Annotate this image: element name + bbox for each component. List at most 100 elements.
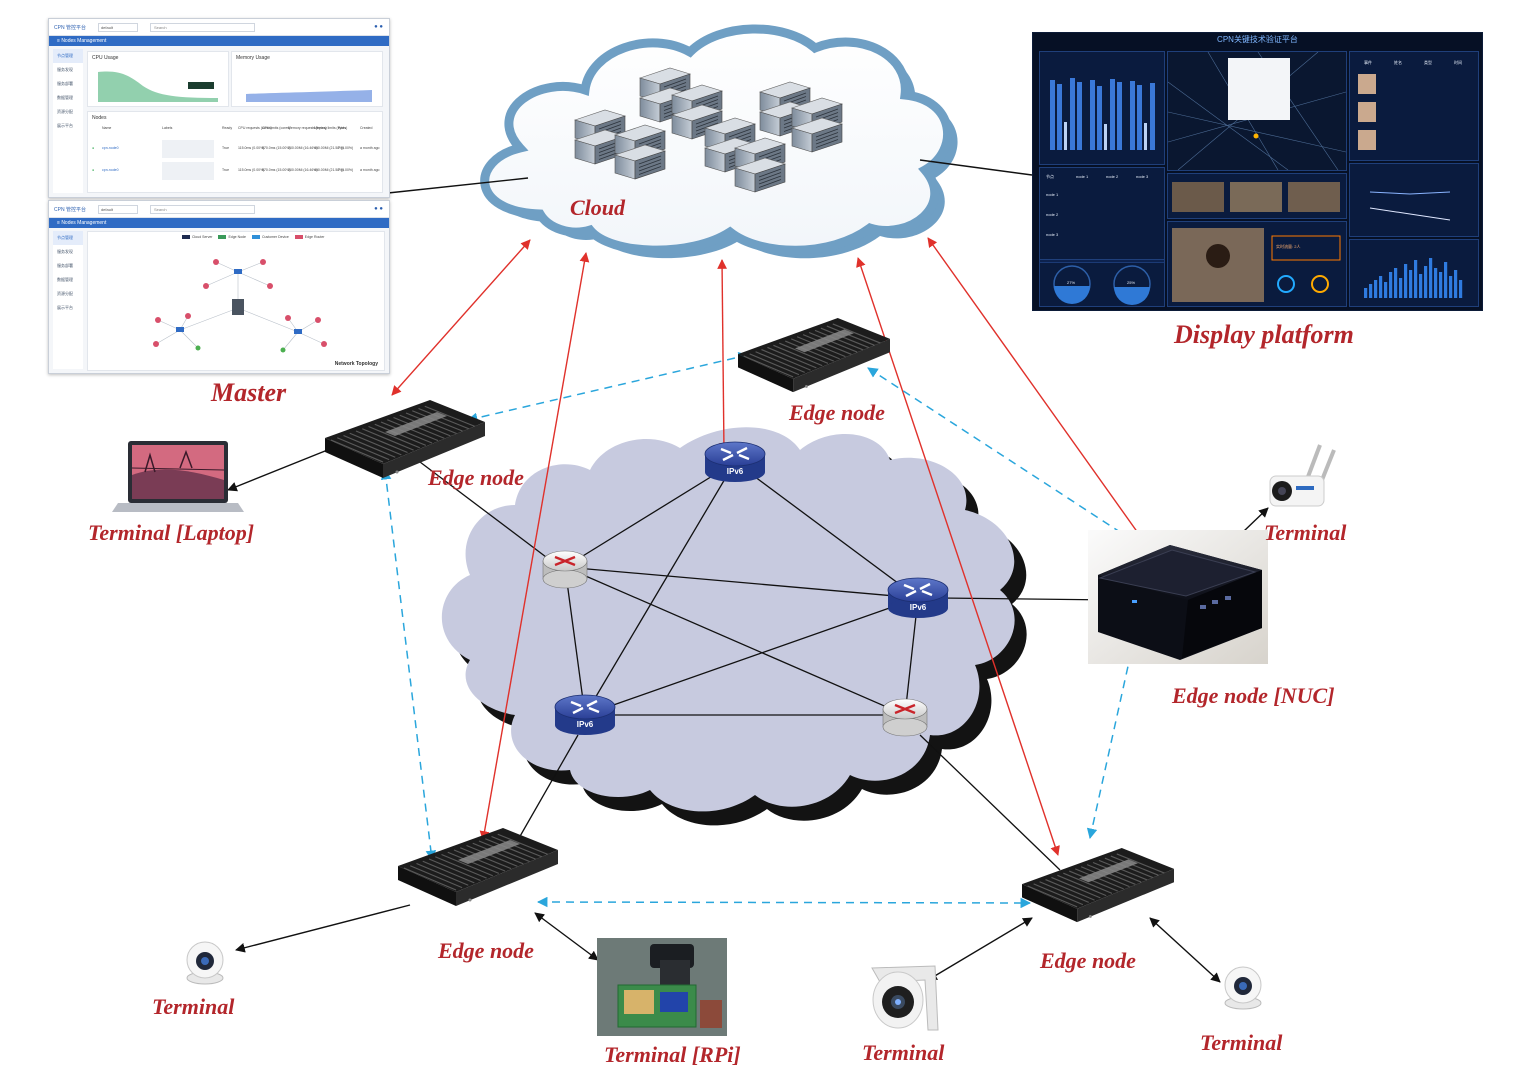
namespace-select[interactable]: default [97,204,138,214]
link-edge-br-terminal-right [1149,917,1221,983]
legend-swatch [251,235,260,239]
table-cell: 570.0ms (15.00%) [262,146,291,150]
server-rack-icon [734,137,786,193]
edge-node-left-device [325,400,485,478]
sidebar-item-discovery[interactable]: 服务发现 [57,249,73,254]
display-col-2: node 2 [1106,174,1119,179]
label-master: Master [211,378,287,407]
topology-legend-item: Cloud Server [182,235,212,239]
dashboard-sidebar: 节点管理 服务发现 服务部署 数据管理 资源分配 展示平台 [53,231,83,369]
display-line-chart [1369,191,1451,221]
histogram-bar [1394,268,1398,298]
label-edge-node-top: Edge node [789,400,885,425]
menu-icon[interactable]: ≡ [57,38,62,44]
node-labels-chip [162,140,214,158]
display-count-text: 实时流量: 2人 [1276,244,1301,249]
sidebar-item-display[interactable]: 展示平台 [57,305,73,310]
histogram-bar [1399,278,1403,298]
memory-usage-title: Memory Usage [236,55,270,61]
legend-swatch [294,235,303,239]
nodes-column-header: Pods [338,126,346,130]
link-r2-r4 [584,461,736,716]
histogram-bar [1434,268,1438,298]
node-name-link[interactable]: cpn-node0 [102,146,119,150]
display-col-3: node 3 [1136,174,1149,179]
histogram-bar [1439,272,1443,298]
dashboard-topbar: CPN 管控平台 default Search ● ● [49,201,389,218]
server-rack-icon [791,97,843,153]
link-cloud-router-top [717,259,729,453]
router-ipv6-label: IPv6 [727,467,744,476]
edge-node-bottom-left-device [398,828,558,906]
display-row-0: node 1 [1046,192,1059,197]
histogram-bar [1369,284,1373,298]
dome-camera-right-icon [1224,966,1262,1010]
search-input[interactable]: Search [149,204,255,214]
display-platform-screen: CPN关键技术验证平台 节点 node 1 node 2 node 3 no [1032,32,1483,311]
menu-icon[interactable]: ≡ [57,220,62,226]
display-line-panel [1349,163,1479,237]
sidebar-item-data[interactable]: 数据管理 [57,277,73,282]
sidebar-item-nodes[interactable]: 节点管理 [53,231,83,245]
event-col-3: 时间 [1454,60,1462,65]
label-terminal-bottom-left: Terminal [152,994,235,1019]
event-col-0: 事件 [1364,60,1372,65]
display-video-thumbs [1172,182,1340,212]
display-video-feed [1172,228,1341,302]
cpu-usage-panel: CPU Usage [87,51,229,107]
sidebar-item-display[interactable]: 展示平台 [57,123,73,128]
display-histogram-panel [1349,239,1479,307]
table-cell: 7 (0.00%) [338,168,354,172]
sidebar-item-data[interactable]: 数据管理 [57,95,73,100]
display-map-roads [1167,51,1347,171]
node-labels-chip [162,162,214,180]
label-cloud: Cloud [570,195,626,220]
sidebar-item-nodes[interactable]: 节点管理 [53,49,83,63]
server-rack-icon [614,124,666,180]
link-edge-left-bl [380,468,437,862]
search-input[interactable]: Search [149,22,255,32]
label-terminal-laptop: Terminal [Laptop] [88,520,255,545]
table-cell: True [222,168,230,172]
display-bar-panel [1039,51,1165,165]
router-right-icon: IPv6 [887,577,949,618]
router-ipv6-label: IPv6 [577,720,594,729]
edge-node-nuc-device [1088,530,1268,664]
node-name-link[interactable]: cpn-node0 [102,168,119,172]
edge-node-bottom-right-device [1022,848,1174,923]
display-col-1: node 1 [1076,174,1089,179]
cloud-servers [574,67,843,193]
sidebar-item-deploy[interactable]: 服务部署 [57,81,73,86]
bell-icon[interactable]: ● ● [374,24,383,30]
dashboard-sidebar: 节点管理 服务发现 服务部署 数据管理 资源分配 展示平台 [53,49,83,193]
display-bar-chart [1050,78,1155,150]
bell-icon[interactable]: ● ● [374,206,383,212]
link-nuc-edge-br [1086,610,1144,840]
table-cell: 400.00Mi (21.58%) [314,168,344,172]
table-cell: a month ago [360,168,380,172]
dashboard-app-title: CPN 管控平台 [54,24,86,31]
nodes-column-header: Name [102,126,112,130]
namespace-select[interactable]: default [97,22,138,32]
topology-legend-item: Customer Device [251,235,289,239]
table-cell: 115.0ms (0.00%) [238,146,265,150]
sidebar-item-resources[interactable]: 资源分配 [57,109,73,114]
histogram-bar [1459,280,1463,298]
sidebar-item-discovery[interactable]: 服务发现 [57,67,73,72]
label-edge-node-bottom-left: Edge node [438,938,534,963]
table-cell: 115.0ms (0.00%) [238,168,265,172]
table-cell: 200.00Mi (16.46%) [288,168,318,172]
cpu-usage-chart [98,71,218,102]
sidebar-item-deploy[interactable]: 服务部署 [57,263,73,268]
memory-usage-panel: Memory Usage [231,51,383,107]
label-edge-node-left: Edge node [428,465,524,490]
terminal-links [227,159,1269,983]
sidebar-item-resources[interactable]: 资源分配 [57,291,73,296]
label-terminal-bottom-right: Terminal [1200,1030,1283,1055]
dashboard-topbar: CPN 管控平台 default Search ● ● [49,19,389,36]
histogram-bar [1444,262,1448,298]
display-gauge-graphic [1053,265,1151,305]
link-master-cloud [387,177,529,194]
